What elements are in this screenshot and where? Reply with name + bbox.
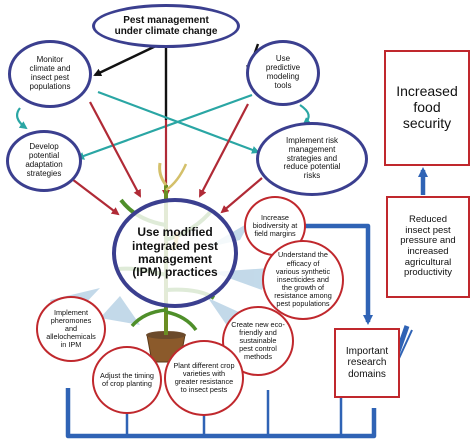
- node-eco-methods-label: Create new eco- friendly and sustainable…: [231, 319, 285, 362]
- node-monitor: Monitor climate and insect pest populati…: [8, 40, 92, 108]
- node-pheromones-label: Implement pheromones and allelochemicals…: [46, 307, 96, 350]
- box-research-label: Important research domains: [345, 346, 389, 380]
- node-ipm: Use modified integrated pest management …: [112, 198, 238, 308]
- box-food: Increased food security: [384, 50, 470, 166]
- node-varieties: Plant different crop varieties with grea…: [164, 340, 244, 416]
- box-food-label: Increased food security: [396, 83, 458, 131]
- node-varieties-label: Plant different crop varieties with grea…: [173, 360, 235, 395]
- node-timing-label: Adjust the timing of crop planting: [100, 370, 154, 388]
- title-ellipse: Pest management under climate change: [92, 4, 240, 48]
- node-timing: Adjust the timing of crop planting: [92, 346, 162, 414]
- node-develop: Develop potential adaptation strategies: [6, 130, 82, 192]
- box-reduced: Reduced insect pest pressure and increas…: [386, 196, 470, 298]
- black-arrows: [93, 42, 260, 120]
- node-predictive: Use predictive modeling tools: [246, 40, 320, 106]
- node-monitor-label: Monitor climate and insect pest populati…: [29, 55, 71, 91]
- node-efficacy: Understand the efficacy of various synth…: [262, 240, 344, 320]
- box-reduced-label: Reduced insect pest pressure and increas…: [400, 214, 456, 279]
- node-risk-label: Implement risk management strategies and…: [283, 135, 341, 181]
- diagram-title: Pest management under climate change: [114, 14, 218, 37]
- box-research: Important research domains: [334, 328, 400, 398]
- node-efficacy-label: Understand the efficacy of various synth…: [274, 250, 332, 309]
- node-develop-label: Develop potential adaptation strategies: [25, 142, 63, 178]
- node-biodiversity-label: Increase biodiversity at field margins: [252, 212, 298, 239]
- node-risk: Implement risk management strategies and…: [256, 122, 368, 196]
- node-predictive-label: Use predictive modeling tools: [265, 54, 301, 90]
- node-ipm-label: Use modified integrated pest management …: [131, 225, 218, 280]
- node-pheromones: Implement pheromones and allelochemicals…: [36, 296, 106, 362]
